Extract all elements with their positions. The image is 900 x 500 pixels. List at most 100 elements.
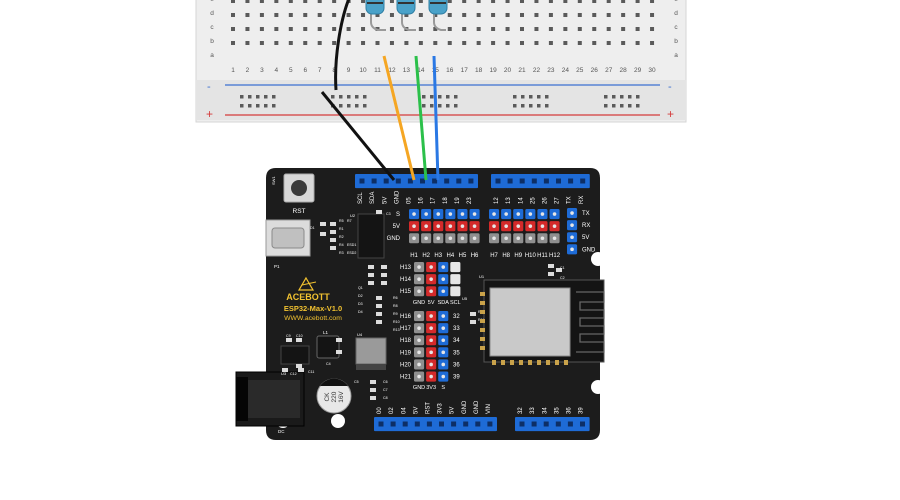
breadboard-hole — [592, 0, 597, 3]
pin-dot — [570, 223, 574, 227]
pin-dot — [412, 212, 416, 216]
pin-dot — [516, 236, 521, 241]
rail-hole — [521, 104, 525, 108]
rail-hole — [248, 95, 252, 99]
wires — [320, 0, 440, 181]
breadboard-hole — [520, 27, 524, 31]
header-socket — [414, 421, 420, 427]
pin-dot — [424, 224, 428, 228]
breadboard-hole — [389, 41, 394, 45]
breadboard-hole — [245, 41, 250, 45]
breadboard-hole — [332, 41, 337, 45]
breadboard-column-number: 27 — [605, 67, 613, 74]
esp32-antenna — [576, 291, 605, 353]
pin-label: SCL — [358, 192, 364, 204]
pin-dot — [429, 362, 433, 367]
header-socket — [531, 421, 537, 427]
rail-hole — [339, 95, 343, 99]
breadboard-hole — [274, 13, 279, 17]
breadboard-hole — [621, 13, 626, 17]
pin-dot — [441, 289, 446, 294]
pin-label: 26 — [542, 197, 548, 204]
smd-label: R7 — [347, 219, 352, 223]
breadboard-hole — [389, 13, 394, 17]
pin-dot — [528, 212, 533, 216]
pin-label: TX — [567, 196, 573, 204]
h-label: H11 — [537, 253, 548, 259]
header-socket — [519, 178, 525, 184]
breadboard-column-number: 7 — [318, 67, 322, 74]
rail-hole — [604, 95, 608, 99]
wire-green-gpio16 — [414, 55, 428, 181]
smd-label: C6 — [383, 380, 388, 384]
breadboard-hole — [563, 13, 568, 17]
breadboard-column-number: 12 — [388, 67, 396, 74]
pin-dot — [429, 289, 433, 294]
rail-hole — [620, 104, 624, 108]
breadboard-column-number: 13 — [403, 67, 411, 74]
smd-part — [470, 312, 476, 316]
pin-dot — [417, 350, 421, 355]
pin-dot — [460, 212, 465, 216]
breadboard-hole — [476, 41, 481, 45]
breadboard-column-number: 18 — [475, 67, 483, 74]
breadboard-hole — [418, 41, 423, 45]
breadboard-column-number: 14 — [417, 67, 425, 74]
header-socket — [555, 421, 561, 427]
breadboard-hole — [433, 13, 438, 17]
smd-part — [376, 210, 382, 214]
smd-part — [376, 296, 382, 300]
lower-right-label: 36 — [453, 362, 460, 368]
breadboard-hole — [317, 27, 322, 31]
breadboard-hole — [259, 27, 264, 31]
rail-hole — [347, 95, 351, 99]
lower-bottom-label: 3V3 — [426, 385, 436, 391]
rail-hole — [446, 104, 450, 108]
bottom-pin-label: RST — [425, 402, 431, 414]
header-socket — [383, 178, 389, 184]
pin-label: 16 — [419, 197, 425, 204]
rail-hole — [446, 95, 450, 99]
breadboard-hole — [476, 27, 481, 31]
pin-label: SDA — [370, 192, 376, 204]
header-socket — [444, 178, 450, 184]
pin-dot — [453, 265, 458, 269]
wire-black-gnd — [320, 91, 396, 181]
pin-dot — [570, 247, 574, 252]
pin-label: 18 — [443, 197, 449, 204]
breadboard-hole — [520, 0, 524, 3]
pin-dot — [436, 212, 441, 216]
pin-dot — [441, 314, 446, 318]
capacitor-label-line: CK — [324, 392, 331, 402]
smd-label: C5 — [354, 380, 359, 384]
breadboard-hole — [505, 27, 510, 31]
rail-hole — [438, 104, 442, 108]
breadboard-hole — [476, 13, 481, 17]
header-socket — [432, 178, 438, 184]
breadboard-hole — [447, 13, 452, 17]
rail-hole — [454, 95, 458, 99]
breadboard-hole — [548, 27, 553, 31]
pin-dot — [429, 265, 433, 269]
breadboard-column-number: 4 — [275, 67, 279, 74]
breadboard-hole — [462, 0, 467, 3]
breadboard-hole — [259, 0, 264, 3]
breadboard-hole — [606, 41, 611, 45]
reset-button-cap — [291, 180, 307, 196]
pin-label: 05 — [406, 197, 412, 204]
breadboard-hole — [332, 0, 337, 3]
rail-hole — [272, 95, 276, 99]
row-label: GND — [387, 236, 401, 242]
smd-part — [282, 368, 288, 372]
voltage-regulator-base — [356, 364, 386, 370]
u4-label: U4 — [357, 332, 363, 337]
breadboard-hole — [635, 27, 640, 31]
breadboard-hole — [548, 0, 553, 3]
bottom-pin-label: 00 — [377, 407, 383, 414]
smd-part — [330, 222, 336, 226]
breadboard-hole — [288, 41, 293, 45]
pin-dot — [441, 350, 446, 355]
pin-dot — [441, 362, 446, 367]
